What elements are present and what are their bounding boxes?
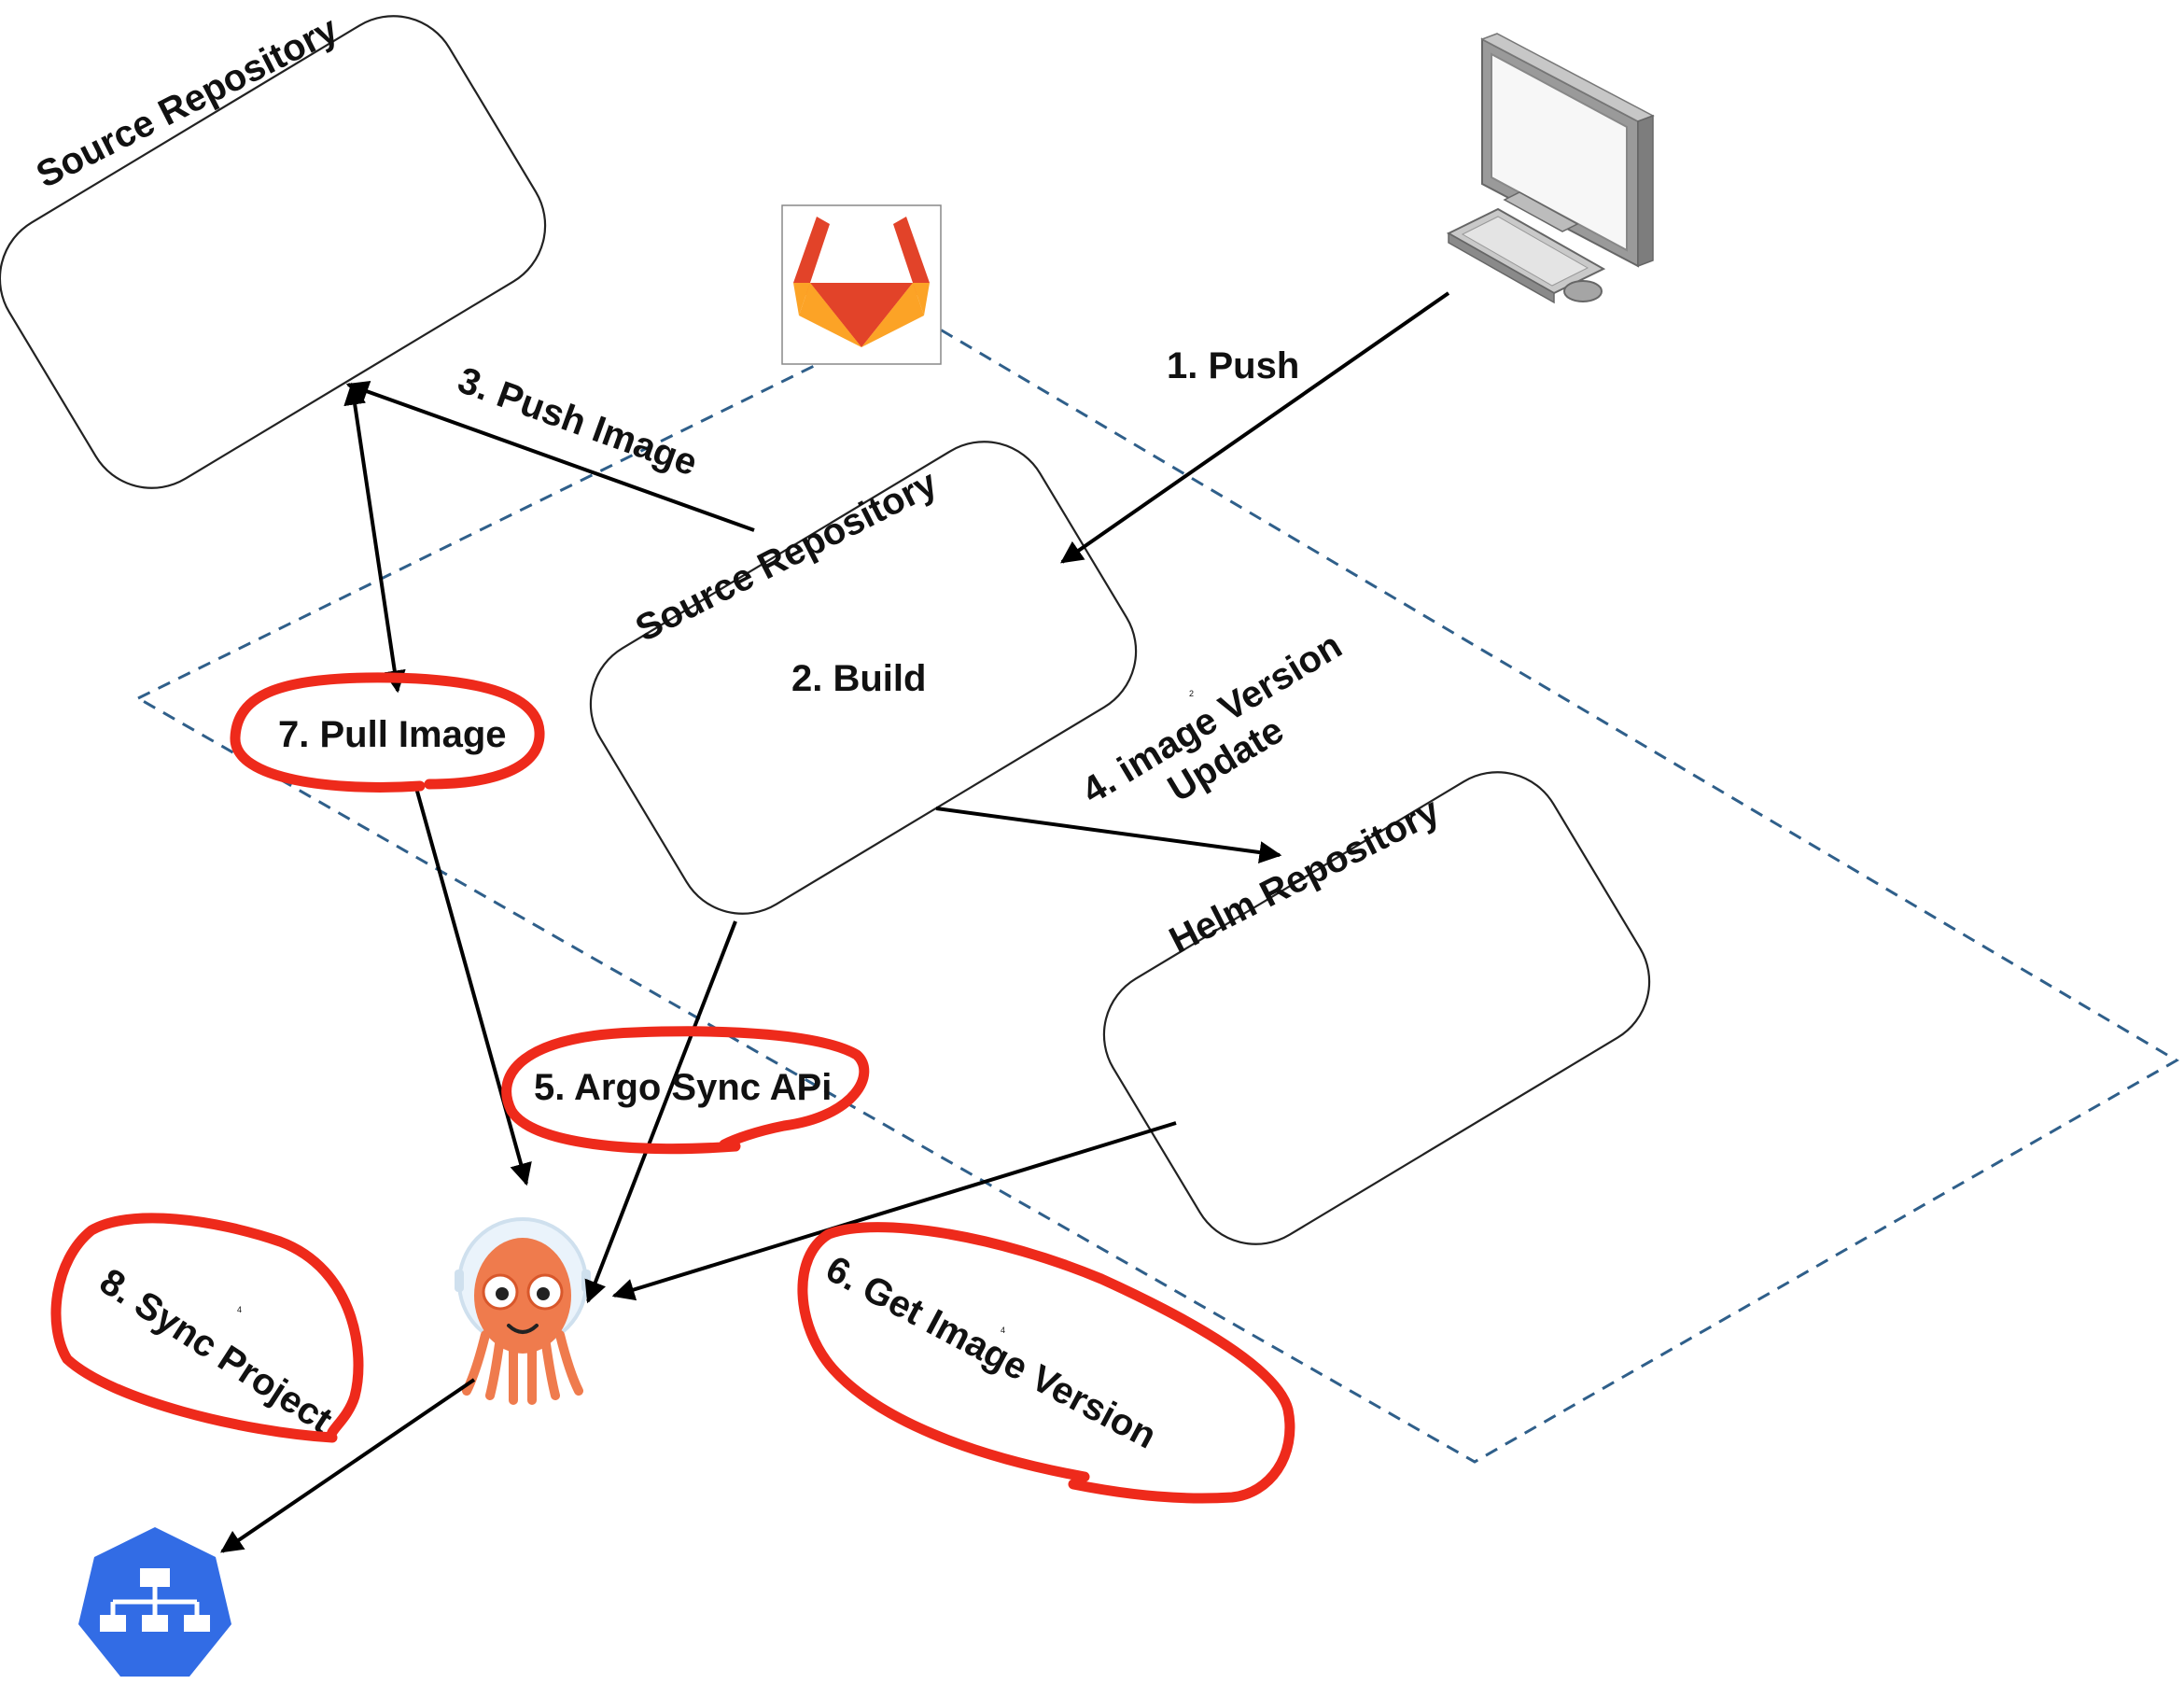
small-mark-1: 2 (1189, 689, 1194, 698)
small-mark-2: 4 (237, 1305, 242, 1314)
edge-pull-image-down (414, 787, 532, 1186)
highlight-sync-project (50, 1213, 364, 1443)
desktop-computer-icon (1446, 33, 1655, 304)
edge-push-image (345, 380, 755, 532)
highlight-pull-image (230, 672, 545, 793)
push-label: 1. Push (1167, 345, 1299, 386)
edge-sync-project (220, 1378, 476, 1553)
kubernetes-deployment-icon (78, 1527, 231, 1677)
edge-image-version-update (935, 807, 1282, 863)
ci-boundary (134, 314, 2179, 1464)
sync-project-label: 8. Sync Project (92, 1261, 339, 1441)
argo-sync-api-label: 5. Argo Sync APi (534, 1067, 832, 1108)
edge-pull-image-up (343, 382, 406, 694)
edge-get-image-version (611, 1121, 1177, 1301)
highlight-get-image-version (797, 1222, 1295, 1504)
pull-image-label: 7. Pull Image (278, 714, 507, 755)
edge-argo-sync-api (584, 920, 737, 1304)
edge-push (1060, 291, 1450, 564)
small-mark-3: 4 (1001, 1326, 1005, 1335)
argo-octopus-icon (455, 1217, 591, 1405)
build-step-label: 2. Build (791, 658, 926, 699)
source-repository-top-node[interactable]: Source Repository (0, 0, 569, 512)
helm-repository-node[interactable]: Helm Repository (1080, 748, 1673, 1269)
highlight-argo-sync-api (501, 1026, 870, 1155)
gitlab-fox-icon (781, 204, 942, 365)
